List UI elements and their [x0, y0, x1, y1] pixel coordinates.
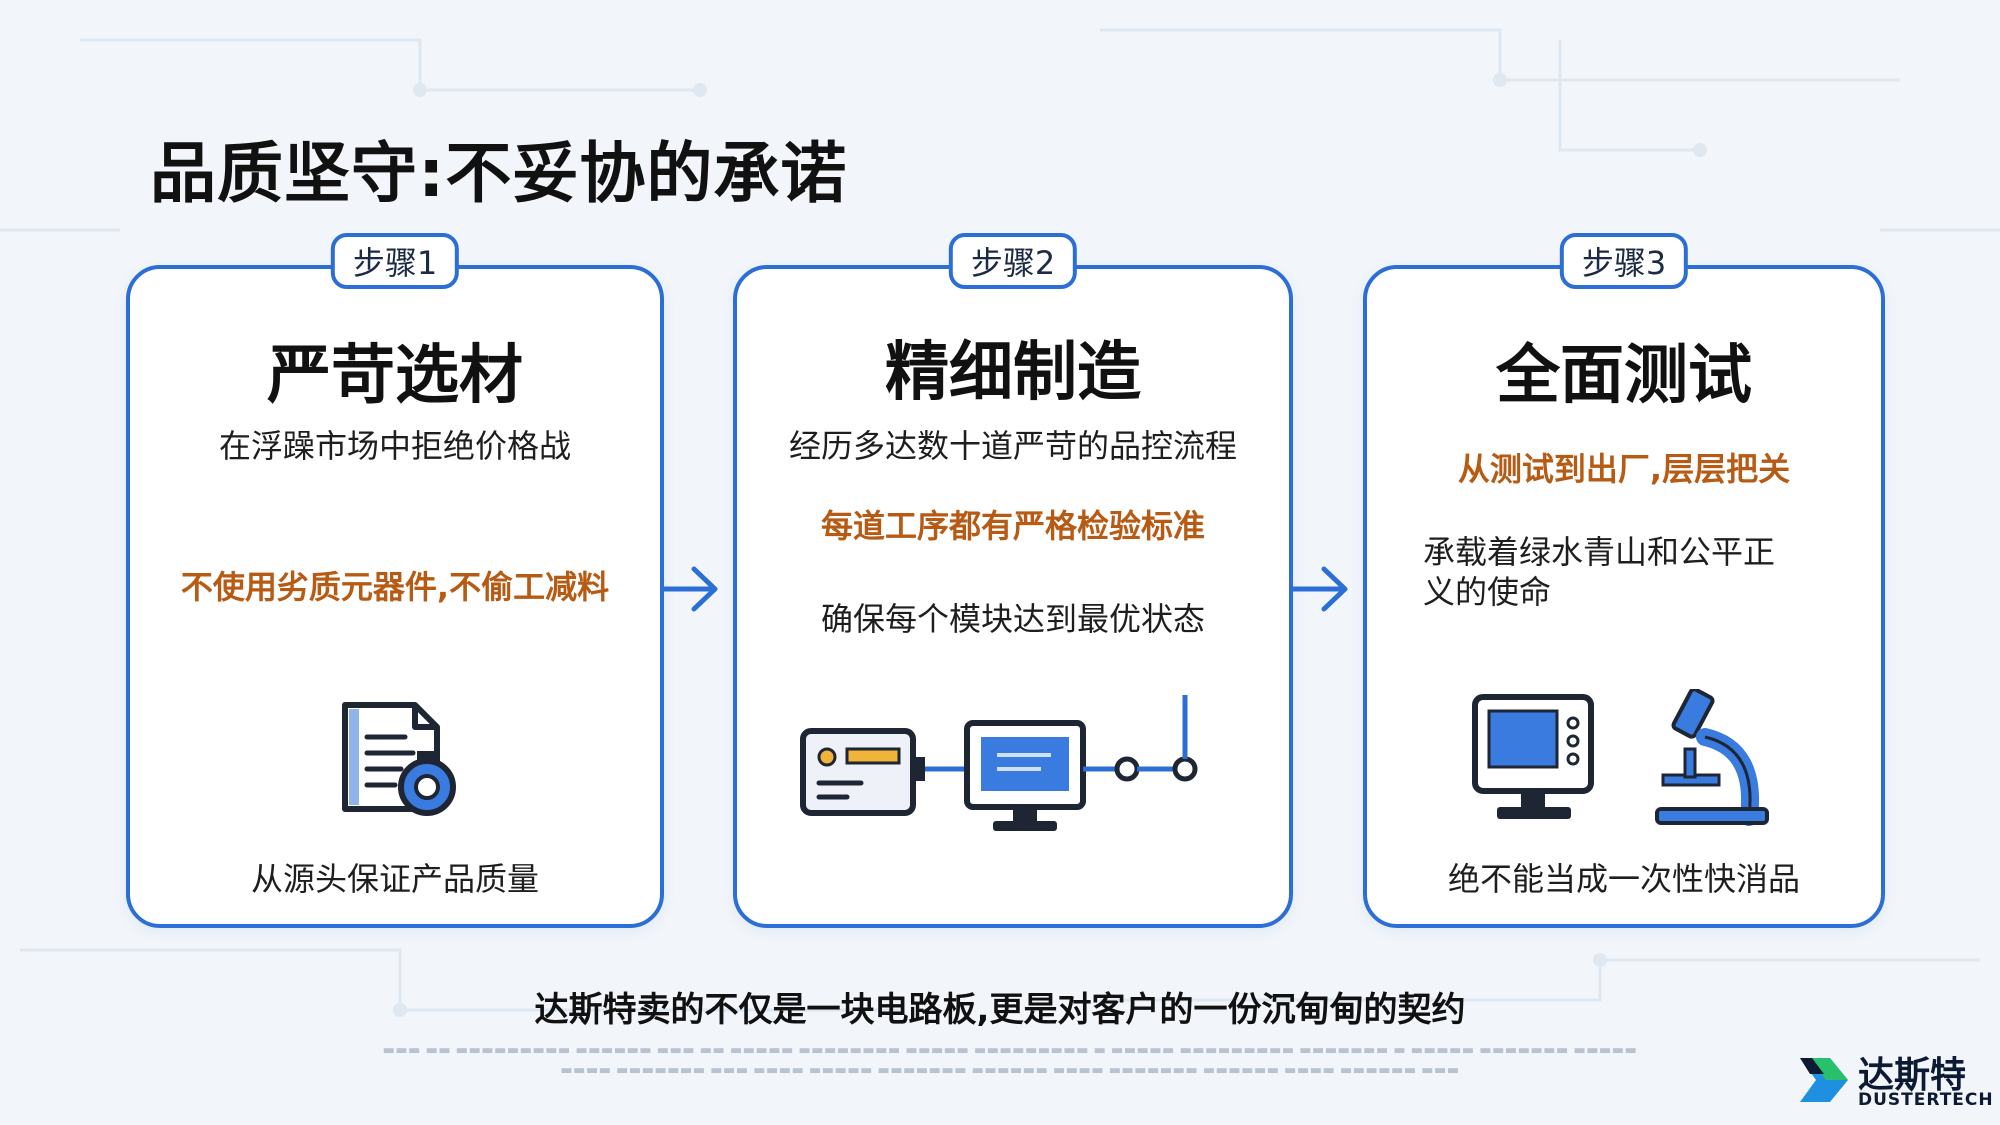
- step-tag-1: 步骤1: [330, 233, 460, 289]
- step2-line2: 确保每个模块达到最优状态: [820, 600, 1205, 638]
- step3-line1: 承载着绿水青山和公平正: [1423, 533, 1776, 571]
- brand-logo: 达斯特 DUSTERTECH: [1796, 1046, 1993, 1114]
- step3-footer: 绝不能当成一次性快消品: [1447, 860, 1800, 898]
- document-certificate-icon: [342, 702, 456, 816]
- logo-name: 达斯特: [1858, 1055, 1967, 1096]
- step-title-2: 精细制造: [885, 336, 1141, 410]
- step-card-2: 步骤2 精细制造 经历多达数十道严苛的品控流程 每道工序都有严格检验标准 确保每…: [733, 233, 1293, 928]
- fine-print-line: ▬▬▬▬ ▬▬▬▬▬▬▬ ▬▬▬ ▬▬▬▬ ▬▬▬▬▬ ▬▬▬▬▬▬▬ ▬▬▬▬…: [560, 1063, 1460, 1078]
- step3-highlight: 从测试到出厂,层层把关: [1457, 450, 1791, 488]
- step2-highlight: 每道工序都有严格检验标准: [820, 507, 1205, 545]
- step3-line1b: 义的使命: [1423, 573, 1552, 611]
- fine-print-line: ▬▬▬ ▬▬ ▬▬▬▬▬▬▬▬▬ ▬▬▬▬▬▬ ▬▬▬ ▬▬ ▬▬▬▬▬ ▬▬▬…: [382, 1043, 1638, 1058]
- arrow-right-icon: [1290, 566, 1348, 612]
- logo-sub: DUSTERTECH: [1858, 1090, 1994, 1110]
- logo-mark-icon: [1800, 1058, 1848, 1102]
- arrow-right-icon: [660, 566, 718, 612]
- page-title: 品质坚守:不妥协的承诺: [150, 135, 848, 212]
- device-monitor-circuit-icon: [800, 695, 1198, 831]
- step-card-3: 步骤3 全面测试 从测试到出厂,层层把关 承载着绿水青山和公平正 义的使命 绝不…: [1363, 233, 1885, 928]
- step2-line1: 经历多达数十道严苛的品控流程: [788, 427, 1237, 465]
- step-title-3: 全面测试: [1496, 339, 1752, 413]
- step1-footer: 从源头保证产品质量: [250, 860, 539, 898]
- step-tag-3: 步骤3: [1559, 233, 1689, 289]
- step-card-1: 步骤1 严苛选材 在浮躁市场中拒绝价格战 不使用劣质元器件,不偷工减料 从源头保…: [126, 233, 664, 928]
- step-title-1: 严苛选材: [267, 339, 523, 413]
- step1-highlight: 不使用劣质元器件,不偷工减料: [180, 568, 610, 606]
- monitor-microscope-icon: [1472, 689, 1769, 826]
- step-tag-2: 步骤2: [948, 233, 1078, 289]
- closing-statement: 达斯特卖的不仅是一块电路板,更是对客户的一份沉甸甸的契约: [534, 990, 1466, 1030]
- step1-line1: 在浮躁市场中拒绝价格战: [218, 427, 571, 465]
